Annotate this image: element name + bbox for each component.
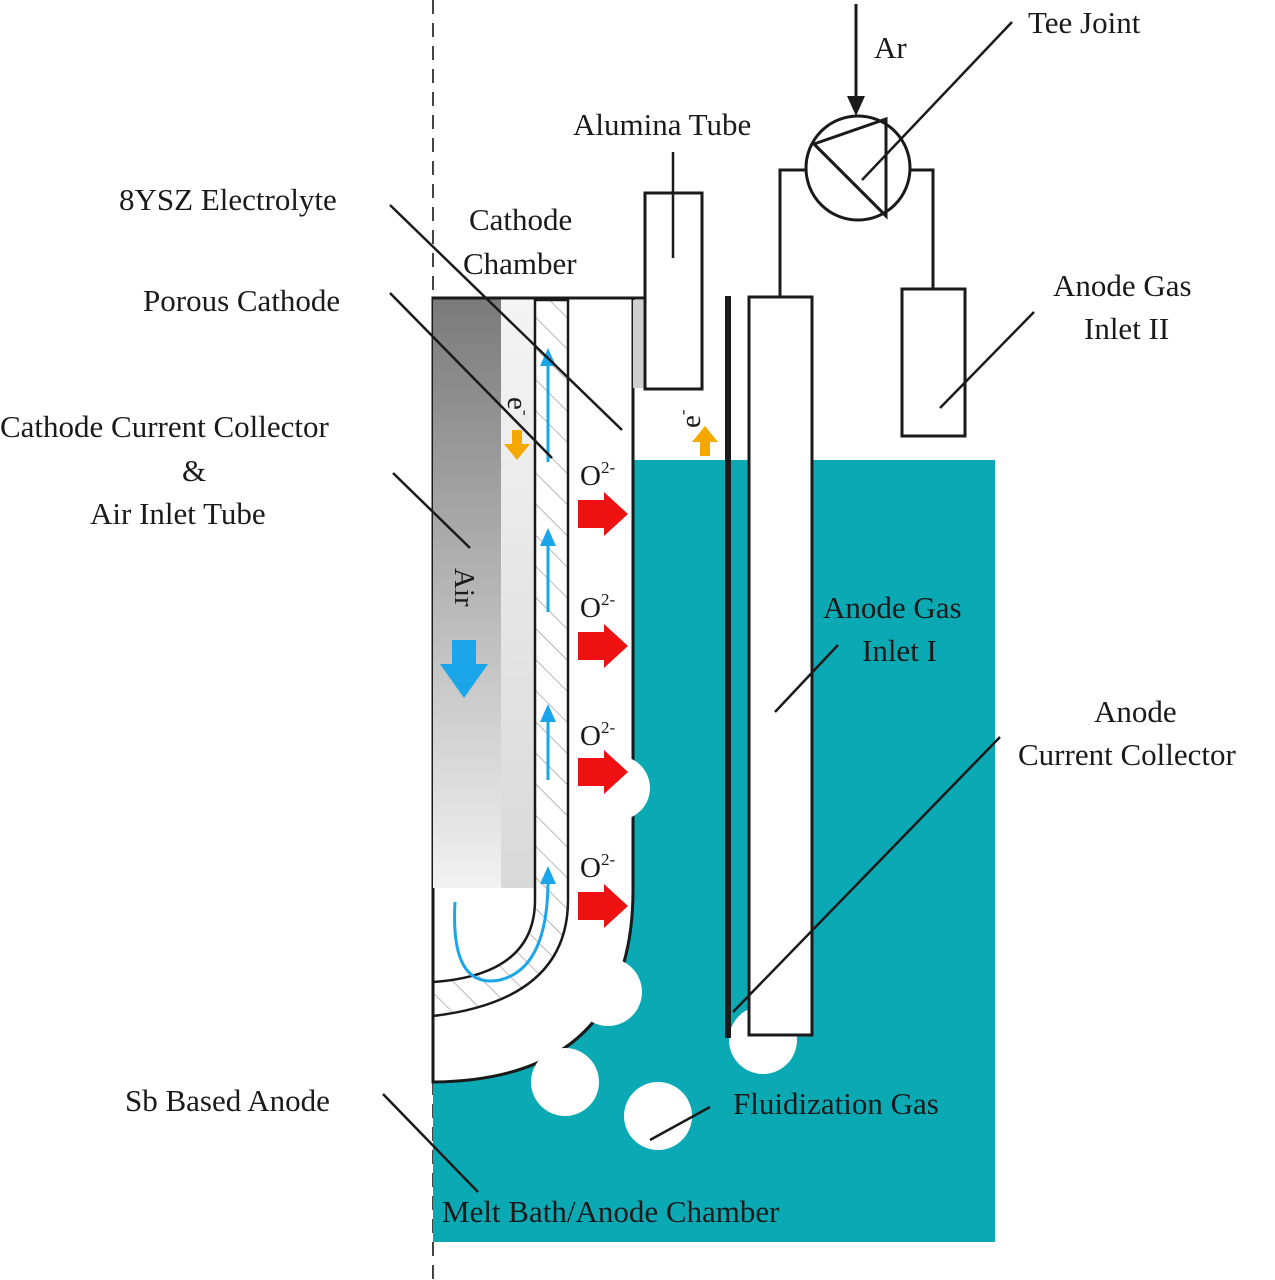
ysz-electrolyte-label: 8YSZ Electrolyte — [119, 182, 337, 217]
ar-label: Ar — [874, 30, 907, 65]
o2-label-3: O2- — [580, 718, 615, 752]
anode-gas-inlet-ii — [900, 287, 967, 438]
anode-collector-label-1: Anode — [1094, 694, 1177, 729]
electron-label-anode: e- — [673, 409, 707, 428]
o2-label-1: O2- — [580, 458, 615, 492]
anode-gas-inlet-i-label-1: Anode Gas — [823, 590, 962, 625]
air-down-arrow — [440, 640, 488, 698]
porous-cathode-layer — [431, 298, 570, 1018]
electron-arrow-anode — [692, 426, 718, 456]
o2-label-4: O2- — [580, 850, 615, 884]
cathode-current-collector — [433, 298, 501, 888]
anode-gas-inlet-ii-label-2: Inlet II — [1084, 311, 1169, 346]
sealant-block — [633, 300, 645, 388]
melt-bath-label: Melt Bath/Anode Chamber — [442, 1194, 780, 1229]
cathode-chamber-label-2: Chamber — [463, 246, 577, 281]
cathode-collector-label-3: Air Inlet Tube — [90, 496, 266, 531]
pipe-left — [778, 168, 808, 297]
sb-anode-label: Sb Based Anode — [125, 1083, 330, 1118]
fluidization-gas-label: Fluidization Gas — [733, 1086, 939, 1121]
anode-gas-inlet-i — [747, 295, 814, 1037]
pipe-right — [910, 168, 935, 289]
cathode-chamber-label-1: Cathode — [469, 202, 572, 237]
oxide-ion-labels: O2- O2- O2- O2- — [580, 458, 615, 884]
cathode-collector-label-1: Cathode Current Collector — [0, 409, 330, 444]
porous-cathode-label: Porous Cathode — [143, 283, 340, 318]
electron-label-cathode: e- — [501, 397, 535, 416]
air-channel — [501, 298, 535, 888]
tee-joint-label: Tee Joint — [1028, 5, 1141, 40]
leader-lines — [382, 21, 1035, 1193]
alumina-tube-label: Alumina Tube — [573, 107, 751, 142]
air-label: Air — [448, 568, 480, 607]
oxide-ion-arrows — [578, 492, 628, 928]
electron-arrow-cathode — [504, 430, 530, 460]
ar-inlet-arrow — [847, 4, 865, 116]
anode-gas-inlet-i-label-2: Inlet I — [862, 633, 937, 668]
tee-joint-icon — [804, 114, 912, 222]
o2-label-2: O2- — [580, 590, 615, 624]
cathode-collector-label-2: & — [182, 453, 206, 488]
anode-collector-label-2: Current Collector — [1018, 737, 1236, 772]
anode-gas-inlet-ii-label-1: Anode Gas — [1053, 268, 1192, 303]
